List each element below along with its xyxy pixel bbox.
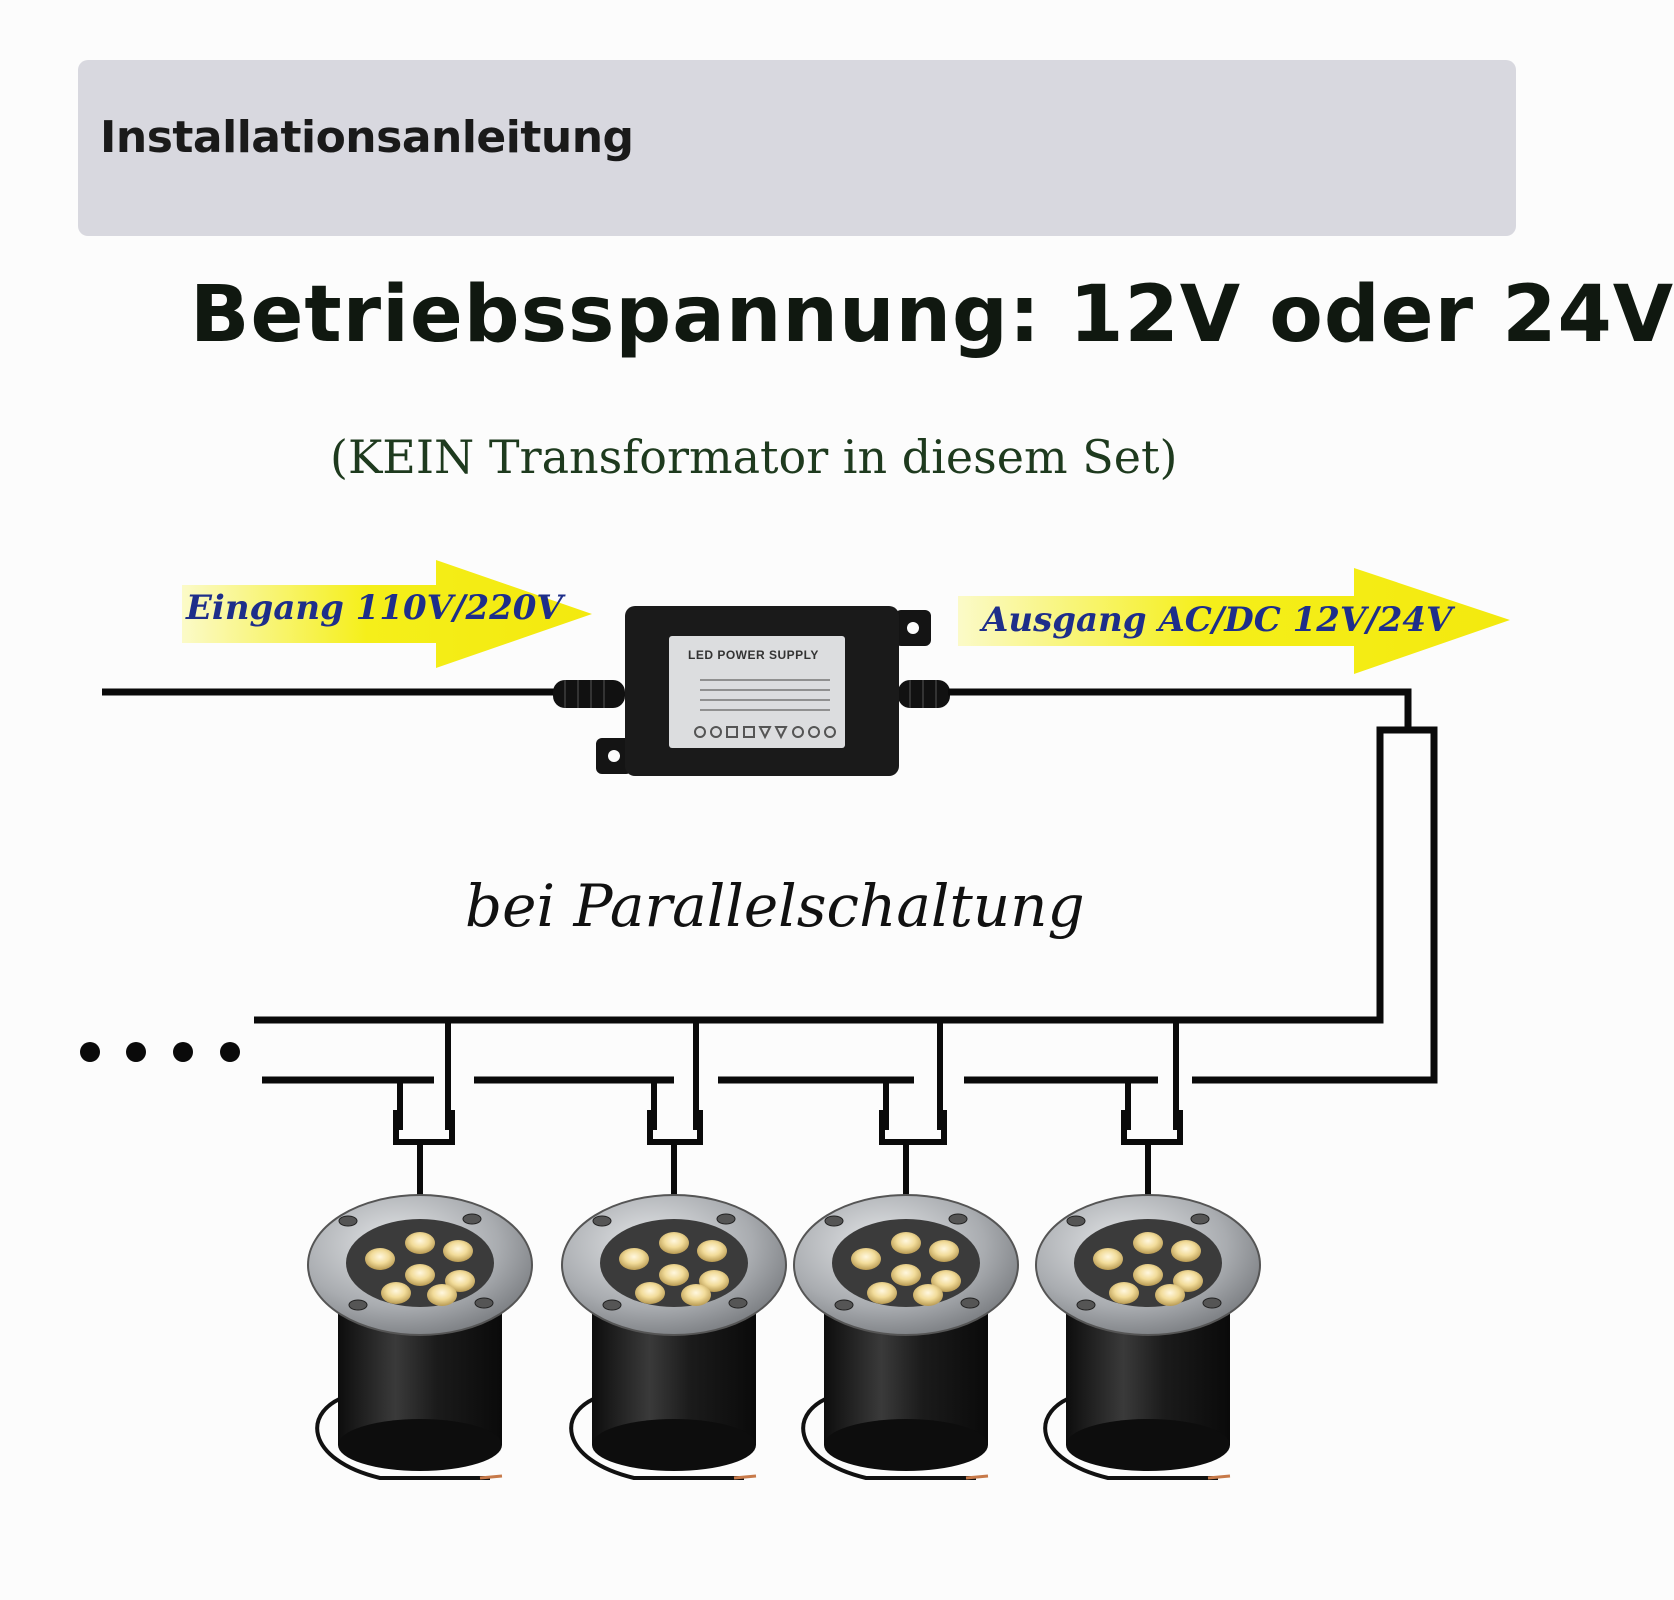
lamp-2 xyxy=(561,1194,787,1480)
led-chip xyxy=(851,1248,881,1270)
output-arrow-label: Ausgang AC/DC 12V/24V xyxy=(982,600,1453,640)
led-chip xyxy=(381,1282,411,1304)
led-chip xyxy=(1109,1282,1139,1304)
lamp-connector-4 xyxy=(1121,1020,1183,1210)
led-chip xyxy=(405,1264,435,1286)
lamp-connector-1 xyxy=(393,1020,455,1210)
lamp-cable xyxy=(569,1393,744,1480)
lamp-cable xyxy=(1043,1393,1218,1480)
header-bar: Installationsanleitung xyxy=(78,60,1516,236)
header-title: Installationsanleitung xyxy=(100,112,634,163)
led-chip xyxy=(891,1232,921,1254)
lamp-3 xyxy=(793,1194,1019,1480)
led-chip xyxy=(891,1264,921,1286)
transformer-note: (KEIN Transformator in diesem Set) xyxy=(330,430,1178,484)
led-chip xyxy=(427,1284,457,1306)
lamp-connector-2 xyxy=(647,1020,703,1210)
page-title: Betriebsspannung: 12V oder 24V xyxy=(190,270,1674,360)
continuation-dots xyxy=(80,1042,240,1062)
led-chip xyxy=(697,1240,727,1262)
led-chip xyxy=(659,1232,689,1254)
input-arrow-label: Eingang 110V/220V xyxy=(186,588,563,628)
led-chip xyxy=(659,1264,689,1286)
led-chip xyxy=(931,1270,961,1292)
led-chip xyxy=(635,1282,665,1304)
wiring-diagram xyxy=(80,560,1510,1480)
lamp-cable xyxy=(801,1393,976,1480)
led-chip xyxy=(867,1282,897,1304)
lamp-cable xyxy=(315,1393,490,1480)
led-chip xyxy=(619,1248,649,1270)
power-supply-label: LED POWER SUPPLY xyxy=(688,648,819,662)
power-supply-unit xyxy=(553,606,950,776)
led-chip xyxy=(1155,1284,1185,1306)
led-chip xyxy=(365,1248,395,1270)
led-chip xyxy=(1133,1232,1163,1254)
output-arrow xyxy=(958,568,1510,674)
lamp-4 xyxy=(1035,1194,1261,1480)
lamp-connector-3 xyxy=(879,1020,947,1210)
lamp-1 xyxy=(307,1194,533,1480)
led-chip xyxy=(405,1232,435,1254)
led-chip xyxy=(929,1240,959,1262)
led-chip xyxy=(1133,1264,1163,1286)
bus-line-top xyxy=(254,726,1438,1084)
led-chip xyxy=(1171,1240,1201,1262)
parallel-connection-label: bei Parallelschaltung xyxy=(465,872,1085,940)
led-chip xyxy=(699,1270,729,1292)
led-chip xyxy=(445,1270,475,1292)
led-chip xyxy=(913,1284,943,1306)
led-chip xyxy=(681,1284,711,1306)
input-arrow xyxy=(182,560,592,668)
led-chip xyxy=(1093,1248,1123,1270)
led-chip xyxy=(443,1240,473,1262)
led-chip xyxy=(1173,1270,1203,1292)
output-wire xyxy=(948,688,1412,730)
